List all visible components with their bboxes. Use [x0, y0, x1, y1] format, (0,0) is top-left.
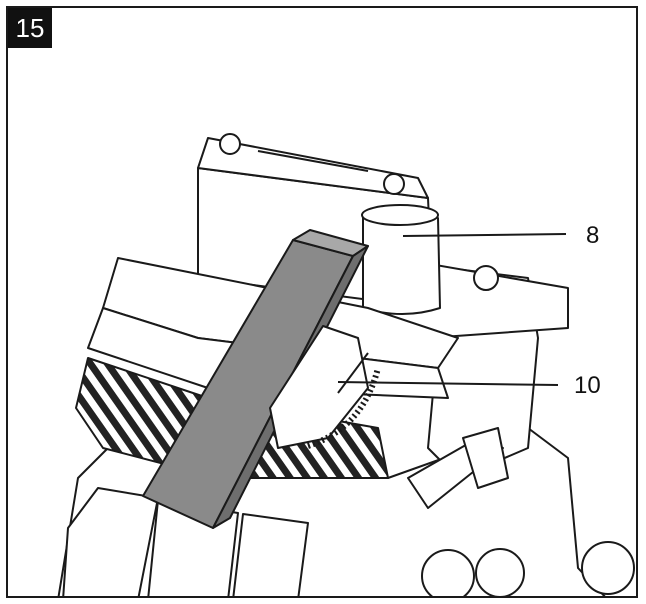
machine-illustration: [57, 133, 635, 596]
drum-top-cap: [361, 204, 439, 226]
base-knob-2: [475, 548, 525, 596]
belt-guard-top: [197, 137, 429, 199]
figure-number: 15: [8, 8, 52, 48]
angle-guide: [269, 325, 369, 449]
callout-label-10: 10: [574, 372, 601, 399]
tension-knob-right: [383, 173, 405, 195]
base-knob-1: [421, 549, 475, 596]
top-plate-knob: [473, 265, 499, 291]
figure-frame: 15 8 10: [6, 6, 638, 598]
side-bracket: [462, 427, 509, 489]
base-knob-3: [581, 541, 635, 595]
leader-line-8: [402, 233, 567, 237]
angle-guide-scale: [307, 367, 381, 449]
base-panel-left: [62, 487, 159, 596]
guard-slot: [257, 150, 369, 172]
callout-label-8: 8: [586, 222, 600, 249]
angle-guide-pointer: [337, 352, 369, 394]
leader-line-10: [337, 381, 559, 386]
base-panel-right: [232, 513, 309, 596]
tension-knob-left: [219, 133, 241, 155]
